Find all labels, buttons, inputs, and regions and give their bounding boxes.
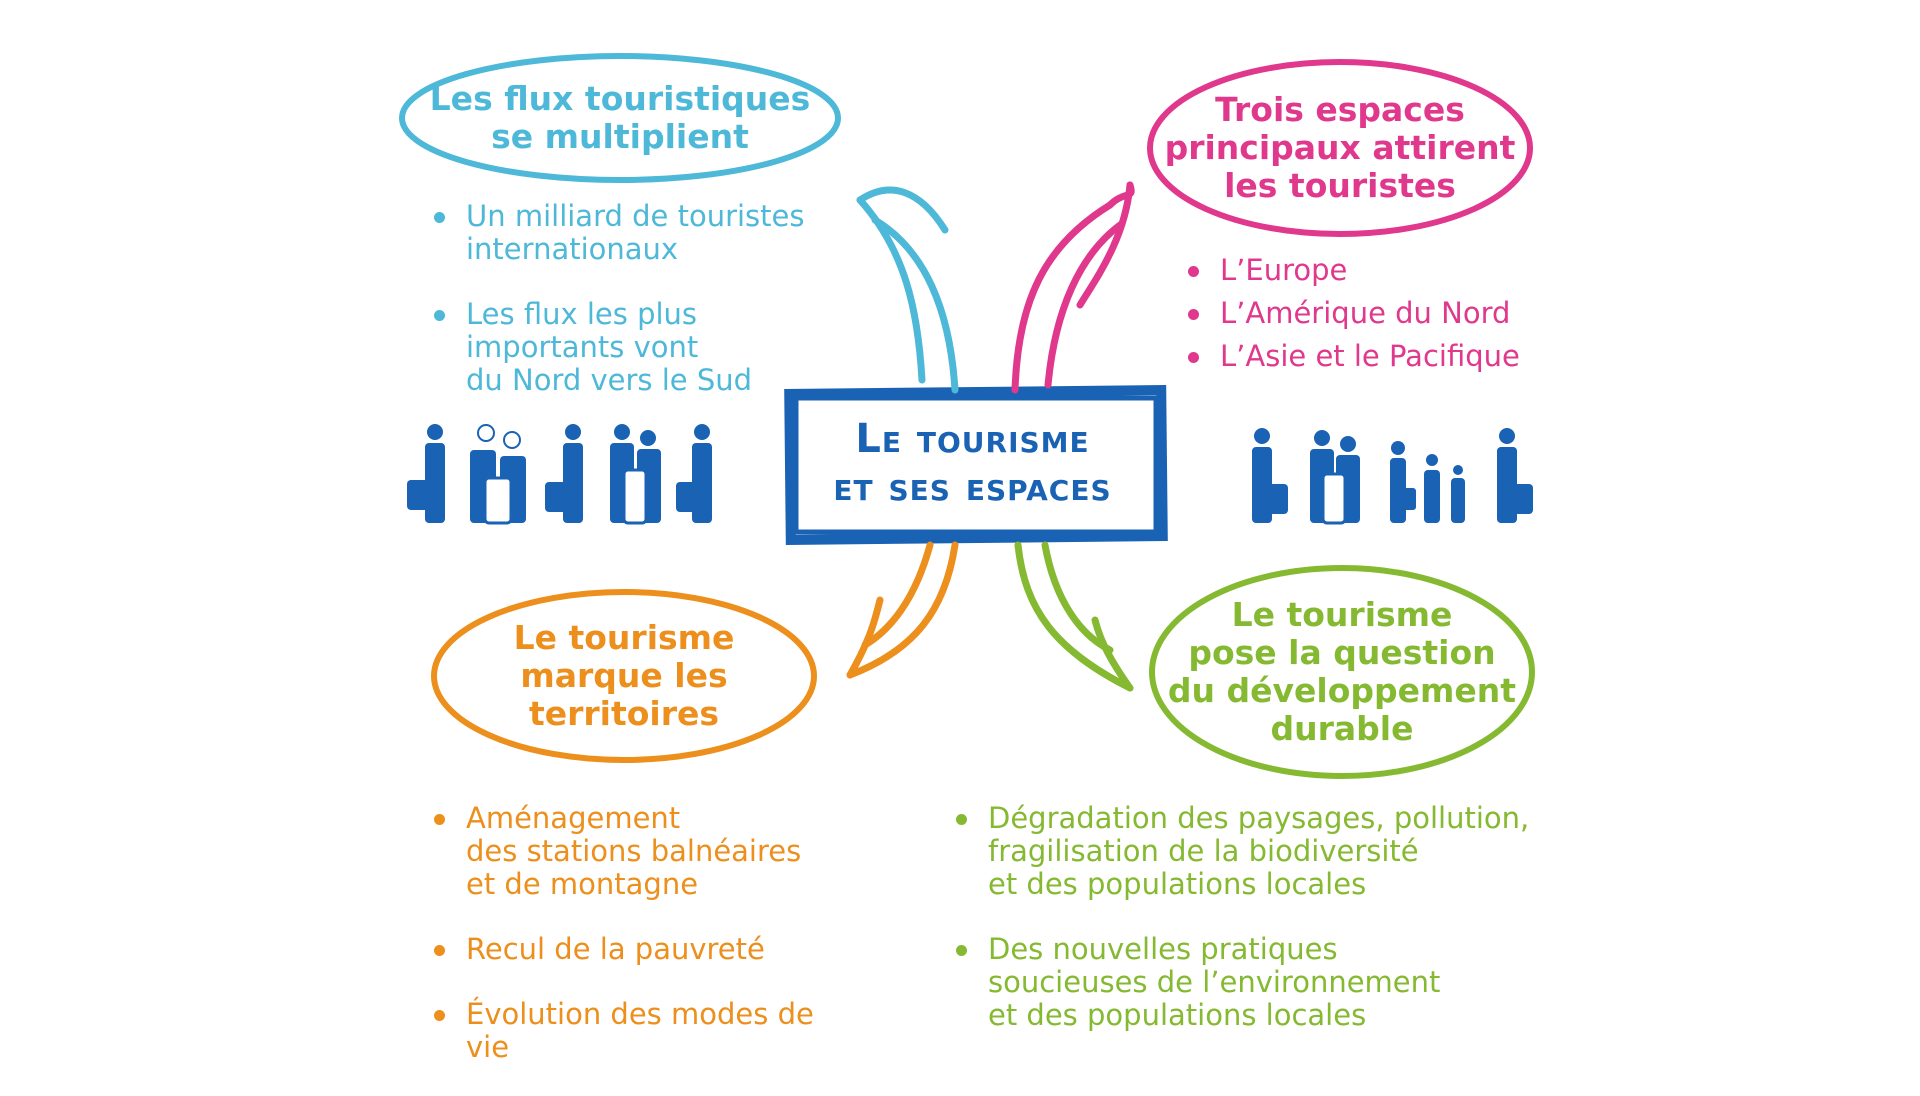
- bullet-icon: [1188, 309, 1199, 320]
- center-title-line2: et ses espaces: [833, 464, 1112, 510]
- flux-title-line1: Les flux touristiques: [429, 79, 811, 118]
- family-icon: [610, 424, 661, 525]
- bullet-icon: [956, 814, 967, 825]
- espaces-title-line2: principaux attirent: [1164, 128, 1516, 167]
- bubble-territoires-outline: [431, 589, 817, 763]
- center-box: [793, 395, 1159, 535]
- bullet-icon: [434, 1010, 445, 1021]
- durable-title-line3: du développement: [1167, 671, 1517, 710]
- arrow-to-flux: [856, 186, 959, 394]
- list-item: Évolution des modes de vie: [428, 998, 858, 1064]
- territoires-title-line1: Le tourisme: [513, 618, 735, 657]
- bubble-flux-outline: [399, 53, 841, 183]
- bullet-icon: [434, 212, 445, 223]
- arrow-to-durable: [1014, 541, 1134, 692]
- bubble-flux-title: Les flux touristiques se multiplient: [410, 80, 830, 156]
- family-icon: [1310, 430, 1360, 525]
- bullet-icon: [434, 945, 445, 956]
- durable-title-line2: pose la question: [1188, 633, 1496, 672]
- family-icon: [470, 424, 526, 525]
- traveler-with-suitcase-icon: [676, 424, 712, 523]
- bullet-icon: [434, 310, 445, 321]
- traveler-with-suitcase-icon: [545, 424, 583, 523]
- bubble-espaces-outline: [1147, 59, 1533, 237]
- arrow-to-territoires: [846, 541, 959, 679]
- bubble-durable-title: Le tourisme pose la question du développ…: [1160, 594, 1524, 750]
- territoires-title-line2: marque les: [520, 656, 728, 695]
- espaces-title-line1: Trois espaces: [1215, 90, 1465, 129]
- family-icon: [1390, 441, 1465, 523]
- bullet-icon: [434, 814, 445, 825]
- bubble-durable-outline: [1149, 565, 1535, 779]
- bullet-icon: [956, 945, 967, 956]
- bubble-espaces-title: Trois espaces principaux attirent les to…: [1160, 88, 1520, 208]
- list-item: Recul de la pauvreté: [428, 933, 858, 966]
- list-item: L’Asie et le Pacifique: [1182, 340, 1602, 373]
- durable-title-line1: Le tourisme: [1231, 595, 1453, 634]
- territoires-title-line3: territoires: [528, 694, 720, 733]
- durable-title-line4: durable: [1270, 709, 1414, 748]
- center-title: Le tourisme et ses espaces: [790, 394, 1155, 532]
- people-group-right: [1252, 428, 1533, 525]
- center-box-shadow: [784, 385, 1168, 545]
- list-item: Dégradation des paysages, pollution,frag…: [950, 802, 1570, 901]
- arrow-to-espaces: [1011, 181, 1135, 394]
- list-item: L’Amérique du Nord: [1182, 297, 1602, 330]
- center-title-line1: Le tourisme: [855, 416, 1090, 462]
- bullet-icon: [1188, 352, 1199, 363]
- flux-title-line2: se multiplient: [491, 117, 749, 156]
- traveler-with-suitcase-icon: [1252, 428, 1288, 523]
- durable-list: Dégradation des paysages, pollution,frag…: [950, 802, 1570, 1064]
- espaces-list: L’Europe L’Amérique du Nord L’Asie et le…: [1182, 254, 1602, 383]
- traveler-with-suitcase-icon: [407, 424, 445, 523]
- bullet-icon: [1188, 266, 1199, 277]
- espaces-title-line3: les touristes: [1224, 166, 1456, 205]
- people-group-left: [407, 424, 712, 525]
- bubble-territoires-title: Le tourisme marque les territoires: [454, 616, 794, 736]
- list-item: L’Europe: [1182, 254, 1602, 287]
- traveler-with-suitcase-icon: [1497, 428, 1533, 523]
